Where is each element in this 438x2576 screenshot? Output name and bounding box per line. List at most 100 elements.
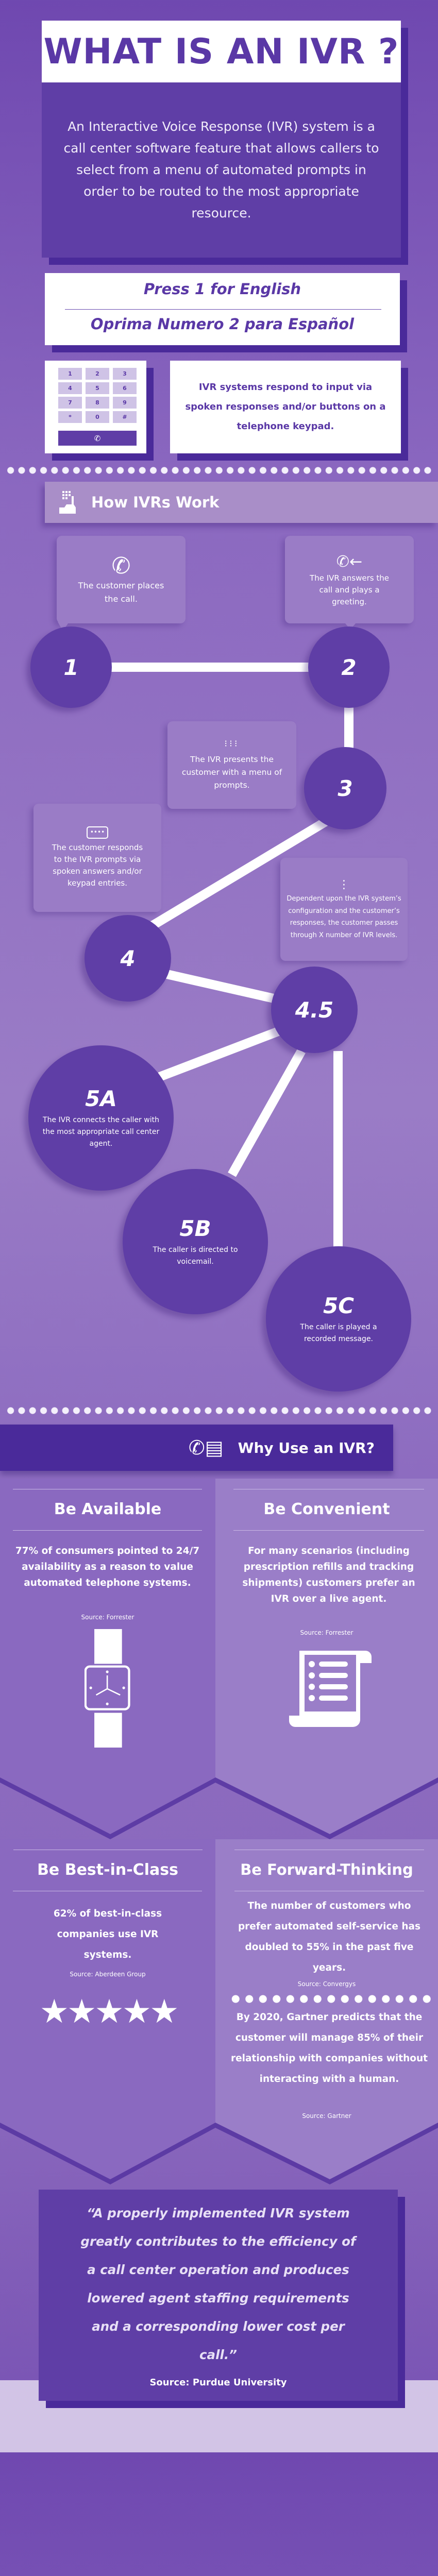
keypad-key: 6 xyxy=(113,382,137,394)
step-4.5-text: Dependent upon the IVR system’s configur… xyxy=(287,895,401,939)
scroll-list-icon xyxy=(289,1651,372,1727)
step-4-text: The customer responds to the IVR prompts… xyxy=(52,843,143,888)
outcome-text: The IVR connects the caller with the mos… xyxy=(42,1116,160,1148)
step-number: 4 xyxy=(120,945,136,971)
star-icon: ★ xyxy=(122,1993,151,2031)
panel-source-2: Source: Gartner xyxy=(302,2112,351,2120)
connector-4-4.5 xyxy=(164,969,279,1004)
outcome-text: The caller is played a recorded message. xyxy=(300,1323,377,1343)
phone-icon: ✆ xyxy=(58,431,137,446)
panel-title: Be Best-in-Class xyxy=(37,1861,178,1879)
connector-4.5-5a xyxy=(158,1026,283,1081)
keypad-key: 5 xyxy=(86,382,109,394)
step-3-text: The IVR presents the customer with a men… xyxy=(181,754,282,790)
keypad-key: * xyxy=(58,411,82,423)
dotted-divider xyxy=(229,1995,432,2003)
step-number: 4.5 xyxy=(295,997,334,1023)
divider xyxy=(13,1530,202,1531)
step-2-bubble: ✆← The IVR answers the call and plays a … xyxy=(285,536,414,623)
step-number: 2 xyxy=(341,654,357,680)
connector-4.5-5b xyxy=(228,1048,306,1177)
keypad-key: 7 xyxy=(58,397,82,409)
phone-chat-icon: ✆▤ xyxy=(188,1436,224,1459)
keypad-key: 9 xyxy=(113,397,137,409)
quote-text: “A properly implemented IVR system great… xyxy=(80,2206,356,2362)
keypad-press-icon: ⁝⁝⁝ xyxy=(224,738,240,749)
panel-body: For many scenarios (including prescripti… xyxy=(242,1546,415,1604)
star-rating: ★★★★★ xyxy=(21,1994,196,2030)
keypad-key: 3 xyxy=(113,368,137,380)
step-3-circle: 3 xyxy=(304,747,386,829)
step-2-circle: 2 xyxy=(308,626,390,708)
connector-3-4 xyxy=(147,815,332,931)
panel-source: Source: Aberdeen Group xyxy=(70,1971,146,1978)
how-section-title: How IVRs Work xyxy=(91,494,220,511)
panel-body: 62% of best-in-class companies use IVR s… xyxy=(53,1908,162,1960)
why-section-header: ✆▤ Why Use an IVR? xyxy=(0,1425,393,1471)
step-1-circle: 1 xyxy=(30,626,112,708)
divider xyxy=(233,1530,424,1531)
panel-title: Be Forward-Thinking xyxy=(240,1861,413,1878)
panel-be-convenient: Be Convenient For many scenarios (includ… xyxy=(215,1479,438,1834)
panel-body: The number of customers who prefer autom… xyxy=(238,1901,421,1973)
prompt-spanish: Oprima Numero 2 para Español xyxy=(90,315,355,333)
star-icon: ★ xyxy=(66,1993,96,2031)
outcome-text: The caller is directed to voicemail. xyxy=(153,1245,238,1266)
step-1-text: The customer places the call. xyxy=(78,581,164,604)
quote-box: “A properly implemented IVR system great… xyxy=(39,2190,398,2401)
page-title: WHAT IS AN IVR ? xyxy=(42,21,401,82)
panel-be-best-in-class: Be Best-in-Class 62% of best-in-class co… xyxy=(0,1839,215,2128)
prompt-english: Press 1 for English xyxy=(143,280,301,298)
keypad-key: 0 xyxy=(86,411,109,423)
panel-title: Be Convenient xyxy=(263,1500,390,1518)
step-4-circle: 4 xyxy=(85,915,171,1002)
step-4.5-bubble: ⋮ Dependent upon the IVR system’s config… xyxy=(280,858,408,961)
panel-body: 77% of consumers pointed to 24/7 availab… xyxy=(15,1546,200,1588)
why-section-title: Why Use an IVR? xyxy=(238,1439,375,1456)
how-section-header: How IVRs Work xyxy=(45,482,438,523)
outcome-number: 5A xyxy=(85,1086,117,1111)
outcome-5c-circle: 5C The caller is played a recorded messa… xyxy=(266,1246,411,1392)
panel-source: Source: Convergys xyxy=(297,1980,356,1988)
language-prompts: Press 1 for English Oprima Numero 2 para… xyxy=(45,273,400,345)
star-icon: ★ xyxy=(39,1993,69,2031)
step-4.5-circle: 4.5 xyxy=(271,967,358,1053)
incoming-call-icon: ✆← xyxy=(336,552,363,571)
step-1-bubble: ✆ The customer places the call. xyxy=(57,536,186,623)
keypad-key: # xyxy=(113,411,137,423)
panel-body-2: By 2020, Gartner predicts that the custo… xyxy=(230,2012,428,2084)
step-number: 1 xyxy=(63,654,79,680)
panel-title: Be Available xyxy=(54,1500,162,1518)
star-icon: ★ xyxy=(94,1993,124,2031)
flow-connectors xyxy=(0,0,438,1417)
keypad-hand-icon xyxy=(59,491,76,514)
outcome-5b-circle: 5B The caller is directed to voicemail. xyxy=(123,1169,268,1314)
keypad-key: 1 xyxy=(58,368,82,380)
phone-icon: ✆ xyxy=(111,553,131,579)
chat-bubble-icon: •••• xyxy=(87,826,108,839)
dotted-divider xyxy=(5,466,433,474)
levels-icon: ⋮ xyxy=(338,878,350,891)
outcome-5a-circle: 5A The IVR connects the caller with the … xyxy=(28,1045,174,1191)
keypad-explanation: IVR systems respond to input via spoken … xyxy=(170,361,401,453)
divider xyxy=(65,309,381,310)
keypad-key: 8 xyxy=(86,397,109,409)
outcome-number: 5C xyxy=(323,1293,355,1318)
panel-be-forward-thinking: Be Forward-Thinking The number of custom… xyxy=(215,1839,438,2128)
star-icon: ★ xyxy=(149,1993,179,2031)
outcome-number: 5B xyxy=(179,1215,211,1241)
step-4-bubble: •••• The customer responds to the IVR pr… xyxy=(33,804,161,912)
step-3-bubble: ⁝⁝⁝ The IVR presents the customer with a… xyxy=(167,721,296,809)
ivr-description: An Interactive Voice Response (IVR) syst… xyxy=(42,82,401,258)
keypad-key: 4 xyxy=(58,382,82,394)
panel-source: Source: Forrester xyxy=(81,1614,134,1621)
step-2-text: The IVR answers the call and plays a gre… xyxy=(310,573,389,606)
panel-be-available: Be Available 77% of consumers pointed to… xyxy=(0,1479,215,1834)
dotted-divider xyxy=(5,1406,433,1415)
panel-source: Source: Forrester xyxy=(300,1629,353,1636)
quote-source: Source: Purdue University xyxy=(149,2377,287,2388)
step-number: 3 xyxy=(338,775,353,801)
keypad-key: 2 xyxy=(86,368,109,380)
watch-icon xyxy=(85,1629,130,1748)
